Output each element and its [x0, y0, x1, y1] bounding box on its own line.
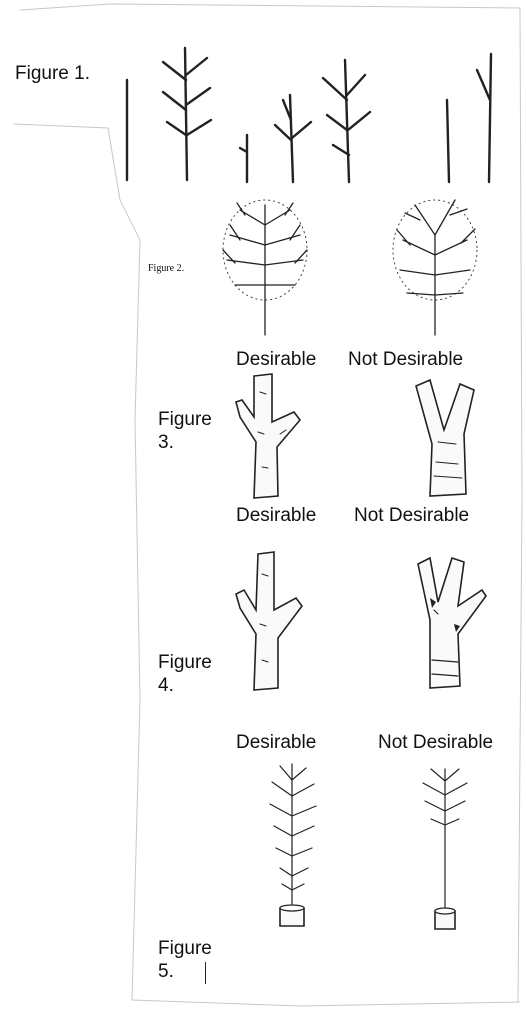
- figure-3-desirable-caption: Desirable: [236, 505, 316, 527]
- figure-2-desirable-tree: [215, 185, 315, 340]
- figure-4-label-line1: Figure: [158, 652, 212, 674]
- figure-4-desirable-caption: Desirable: [236, 732, 316, 754]
- figure-4-not-desirable-trunk: [408, 550, 488, 692]
- figure-5-label-line1: Figure: [158, 938, 212, 960]
- figure-5-label-line2: 5.: [158, 961, 174, 983]
- figure-3-desirable-trunk: [232, 372, 312, 500]
- figure-4-desirable-trunk: [232, 550, 312, 692]
- figure-2-label: Figure 2.: [148, 263, 184, 274]
- text-cursor: [205, 962, 206, 984]
- figure-3-not-desirable-caption: Not Desirable: [354, 505, 469, 527]
- figure-3-label-line2: 3.: [158, 432, 174, 454]
- figure-5-desirable-container-tree: [252, 760, 332, 930]
- figure-3-label-line1: Figure: [158, 409, 212, 431]
- figure-1-label: Figure 1.: [15, 63, 90, 85]
- figure-2-desirable-caption: Desirable: [236, 349, 316, 371]
- figure-4-label-line2: 4.: [158, 675, 174, 697]
- figure-3-not-desirable-trunk: [408, 372, 488, 500]
- figure-1-whips-illustration: [115, 40, 515, 190]
- figure-2-not-desirable-tree: [385, 185, 485, 340]
- figure-4-not-desirable-caption: Not Desirable: [378, 732, 493, 754]
- figure-2-not-desirable-caption: Not Desirable: [348, 349, 463, 371]
- figure-5-not-desirable-container-tree: [405, 765, 485, 935]
